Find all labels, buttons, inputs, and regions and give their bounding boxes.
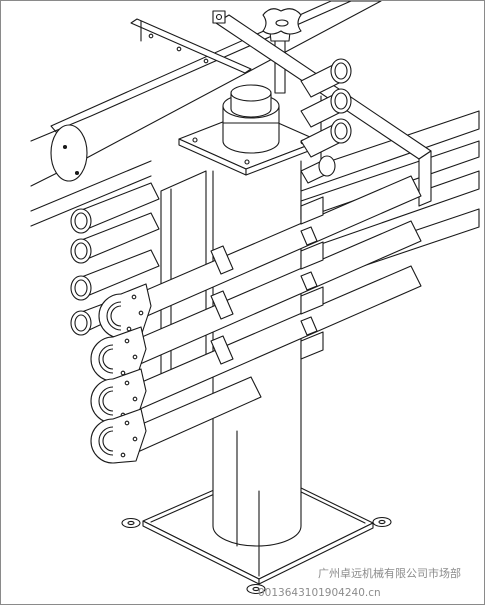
rotary-bearing-housing — [222, 84, 280, 154]
watermark-company-name: 广州卓远机械有限公司市场部 — [318, 567, 461, 580]
tube-3 — [90, 265, 422, 424]
tube-4 — [90, 376, 262, 464]
adjustment-shaft — [262, 8, 302, 94]
top-cross-arm — [130, 18, 252, 74]
upper-right-rollers — [300, 58, 352, 184]
tube-support-brackets — [300, 196, 324, 360]
tube-2 — [90, 220, 422, 382]
top-feed-rail — [30, 1, 382, 227]
anchor-bolt-holes — [121, 452, 392, 595]
watermark-contact: 0013643101904240.cn — [258, 587, 381, 599]
tube-1 — [98, 175, 422, 339]
front-tube-assemblies — [90, 175, 422, 464]
